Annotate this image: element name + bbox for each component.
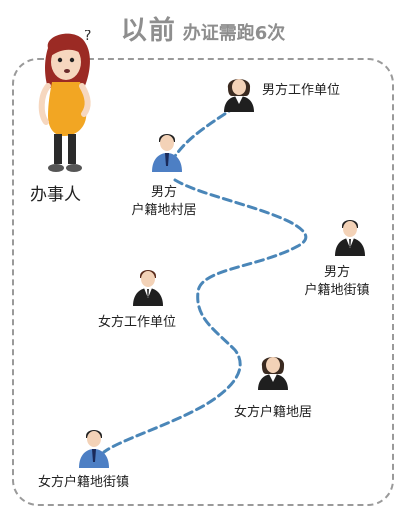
page-title: 以前办证需跑6次 [0, 10, 406, 47]
male-suit-official-icon [335, 220, 365, 256]
dashed-frame [12, 58, 394, 506]
female-official-icon [258, 357, 288, 390]
node-label-line: 户籍地街镇 [304, 283, 370, 298]
title-main: 以前 [120, 16, 177, 46]
title-background [96, 6, 310, 46]
node-label-female-street: 女方户籍地街镇 [38, 475, 130, 490]
node-label-male-village: 男方 户籍地村居 [118, 184, 210, 220]
node-label-line: 男方 [150, 185, 177, 200]
node-label-male-street: 男方 户籍地街镇 [292, 264, 382, 300]
handler-label: 办事人 [30, 185, 81, 205]
node-label-female-residence: 女方户籍地居 [234, 405, 313, 420]
handler-figure-icon: ? [38, 30, 91, 172]
node-label-line: 男方 [323, 265, 350, 280]
node-label-male-work: 男方工作单位 [262, 83, 341, 98]
title-sub: 办证需跑6次 [182, 23, 286, 44]
male-official-icon [79, 430, 109, 468]
svg-text:?: ? [84, 30, 91, 44]
node-label-line: 户籍地村居 [131, 203, 197, 218]
node-label-female-work: 女方工作单位 [98, 315, 177, 330]
female-official-icon [224, 79, 254, 112]
male-suit-official-icon [133, 270, 163, 306]
male-official-icon [152, 134, 182, 172]
